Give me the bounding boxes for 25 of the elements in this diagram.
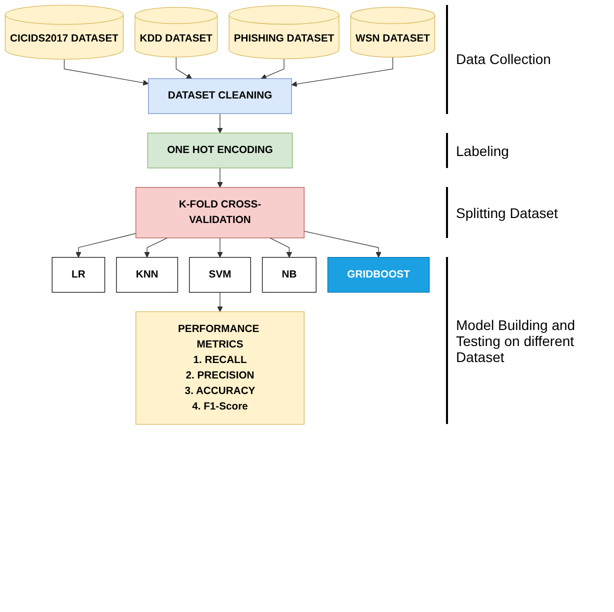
node-box: DATASET CLEANING xyxy=(148,78,292,114)
stage-label: Splitting Dataset xyxy=(446,187,558,238)
node-box: KNN xyxy=(116,257,178,293)
arrow xyxy=(76,233,136,258)
arrow xyxy=(217,292,223,312)
arrow xyxy=(217,238,223,258)
node-box: NB xyxy=(262,257,316,293)
stage-label: Data Collection xyxy=(446,5,551,114)
arrow xyxy=(270,238,292,258)
arrow xyxy=(217,168,223,188)
arrow xyxy=(64,58,149,86)
stage-label: Model Building and Testing on different Dataset xyxy=(446,257,610,424)
arrow xyxy=(260,58,284,80)
node-box: K-FOLD CROSS-VALIDATION xyxy=(136,187,304,238)
node-box: LR xyxy=(52,257,106,293)
node-box: PERFORMANCE METRICS 1. RECALL 2. PRECISION 3. ACCURACY 4. F1-Score xyxy=(136,311,304,425)
arrow xyxy=(304,230,382,258)
arrow xyxy=(291,56,394,87)
arrow xyxy=(176,56,192,79)
arrow xyxy=(217,113,223,134)
node-box: ONE HOT ENCODING xyxy=(147,132,293,168)
arrow xyxy=(144,238,168,258)
stage-label: Labeling xyxy=(446,133,509,168)
node-box: SVM xyxy=(189,257,251,293)
node-box: GRIDBOOST xyxy=(327,257,430,293)
